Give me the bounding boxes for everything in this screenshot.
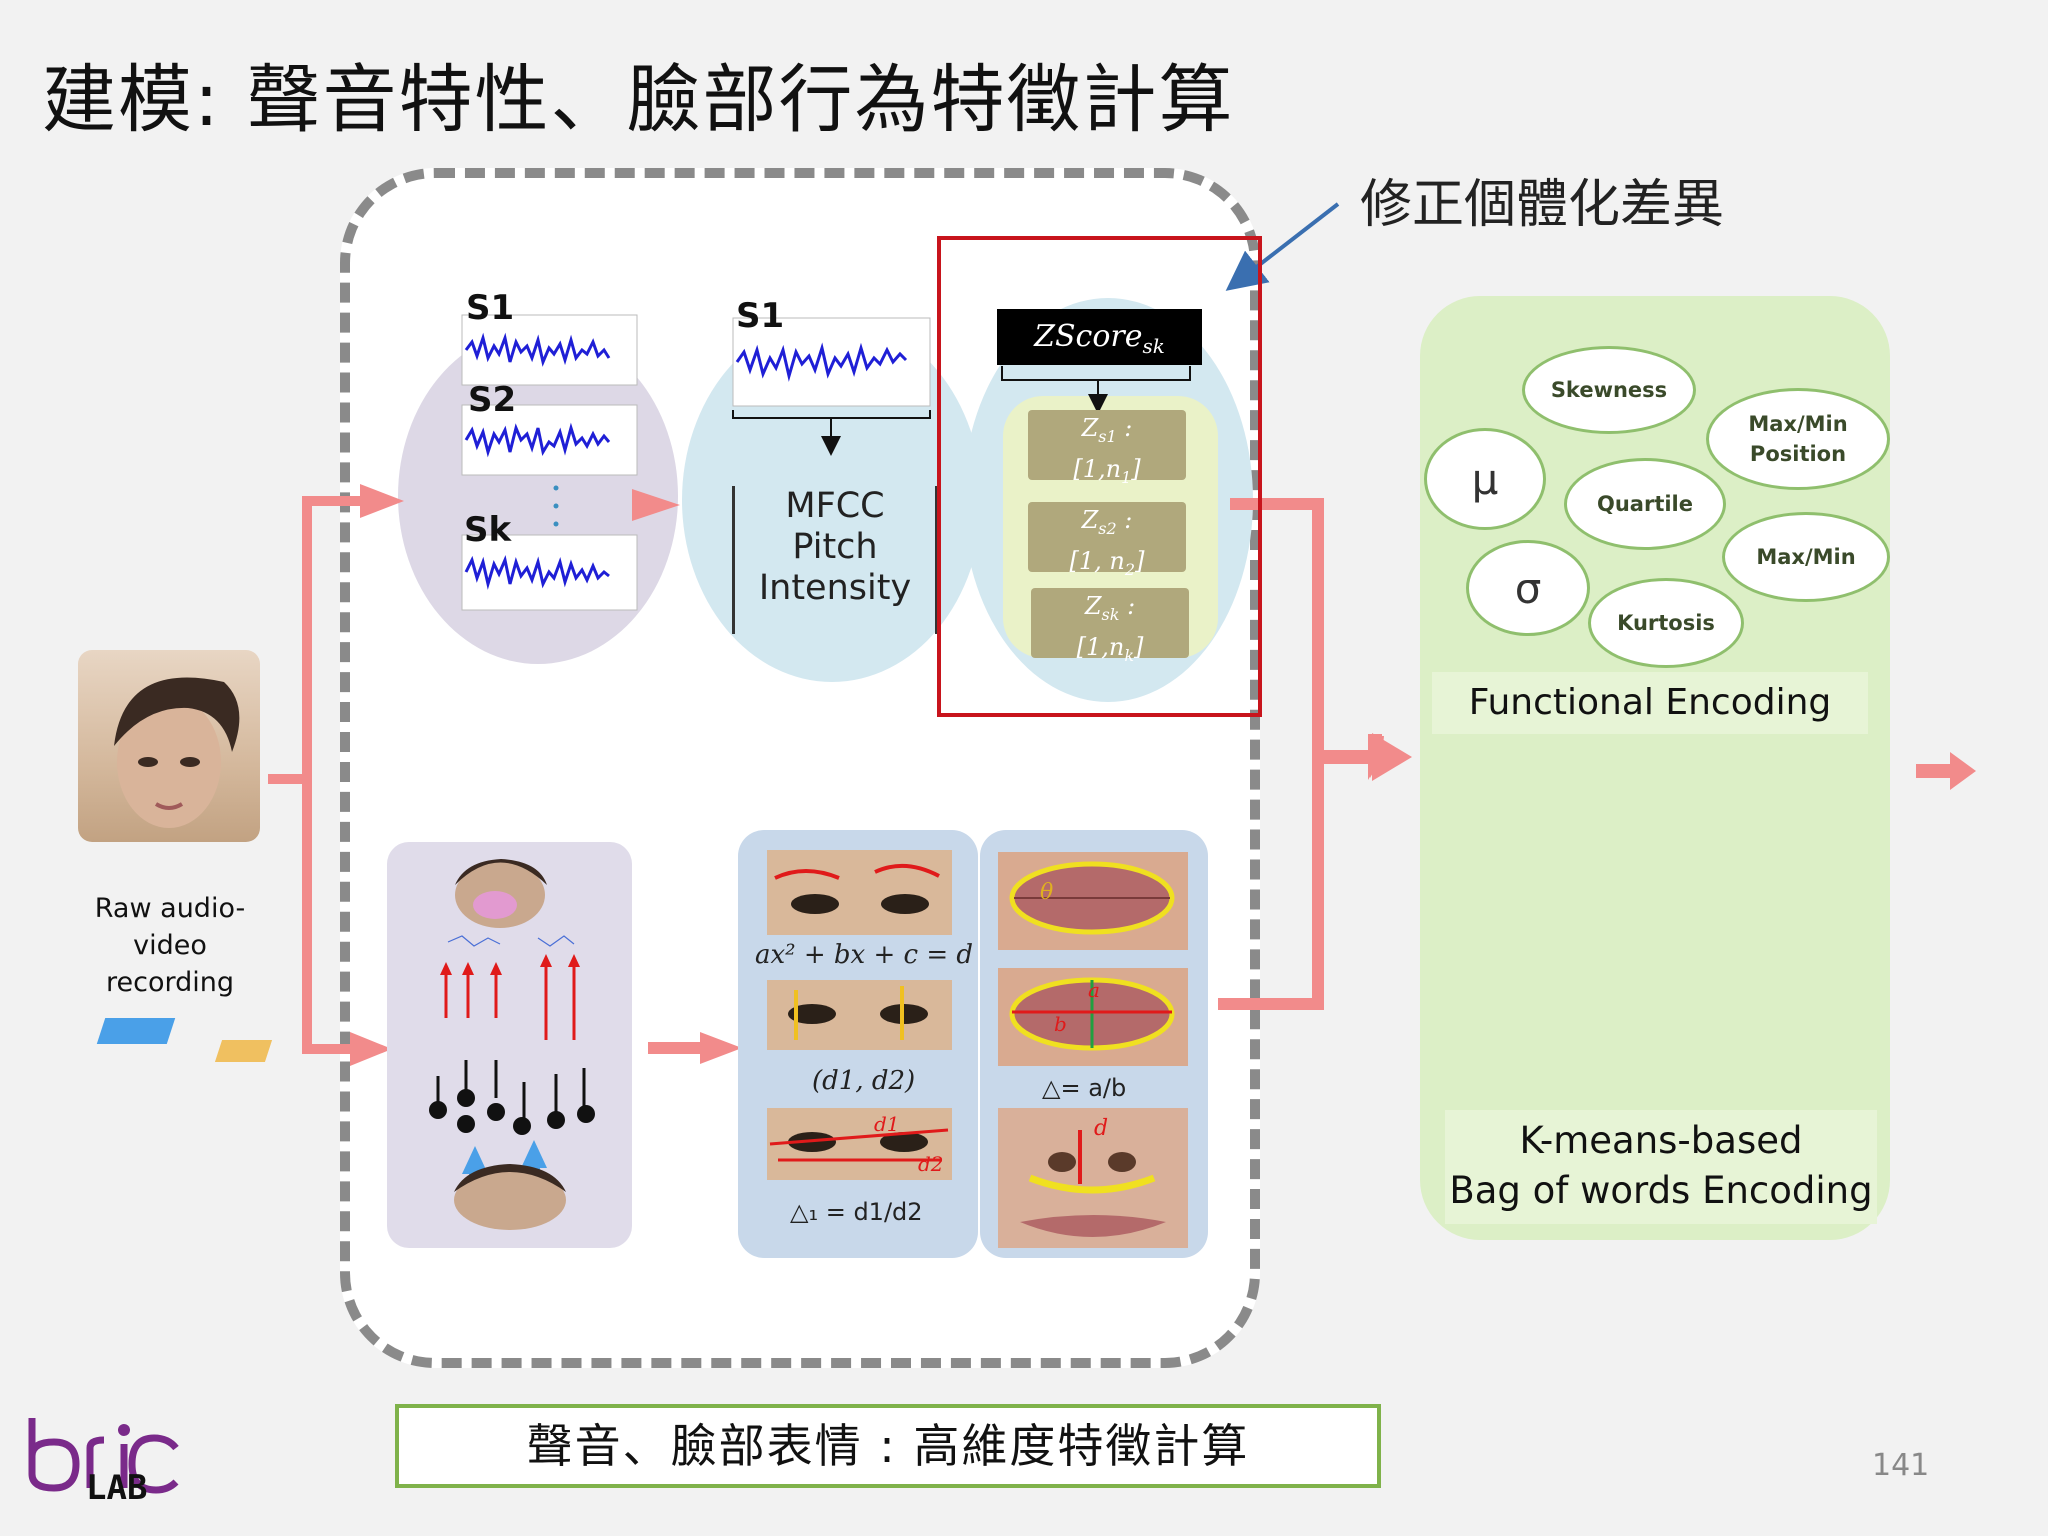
input-arrows <box>268 484 742 1066</box>
logo-text: LAB <box>86 1468 148 1508</box>
functional-kurtosis: Kurtosis <box>1588 578 1744 668</box>
functional-maxmin-position: Max/Min Position <box>1706 388 1890 490</box>
feature-intensity: Intensity <box>758 568 912 608</box>
eye-distance-photo <box>767 980 952 1050</box>
zscore-header-text: ZScore <box>1034 319 1143 354</box>
theta-label: θ <box>1040 880 1054 905</box>
nose-d-label: d <box>1094 1116 1109 1141</box>
mouth-a-label: a <box>1088 978 1100 1002</box>
annotation-arrow <box>1225 202 1340 291</box>
input-face-photo <box>78 650 260 842</box>
feature-mfcc: MFCC <box>785 486 885 526</box>
eye-d2-label: d2 <box>918 1152 944 1176</box>
face-model-illustration <box>96 859 595 1230</box>
waveform-s2 <box>461 404 638 476</box>
signal-label-s2: S2 <box>468 380 517 420</box>
bric-logo <box>28 1418 179 1494</box>
acoustic-features-box: MFCC Pitch Intensity <box>732 486 938 634</box>
page-title: 建模: 聲音特性、臉部行為特徵計算 <box>42 57 1235 143</box>
mouth-ratio-label: △= a/b <box>1042 1074 1127 1102</box>
input-label: Raw audio-video recording <box>60 890 280 1001</box>
annotation-text: 修正個體化差異 <box>1360 175 1725 235</box>
input-label-line2: recording <box>106 967 234 998</box>
signal-label-s1-second: S1 <box>736 296 785 336</box>
mouth-angle-photo <box>998 852 1188 950</box>
functional-quartile: Quartile <box>1564 458 1726 550</box>
bottom-caption: 聲音、臉部表情 : 高維度特徵計算 <box>395 1404 1381 1488</box>
zscore-header: ZScoresk <box>997 309 1202 365</box>
features-ellipse <box>682 318 982 682</box>
kmeans-label-line1: K-means-based <box>1519 1119 1803 1162</box>
merge-arrows <box>1218 498 1976 1010</box>
input-label-line1: Raw audio-video <box>94 893 246 961</box>
page-number: 141 <box>1872 1448 1930 1483</box>
mouth-b-label: b <box>1054 1012 1067 1036</box>
zscore-cell-sk: Zsk : [1,nk] <box>1031 588 1189 665</box>
functional-skewness: Skewness <box>1522 346 1696 434</box>
eyebrow-equation: ax² + bx + c = d <box>755 940 974 970</box>
functional-maxmin: Max/Min <box>1722 512 1890 602</box>
ellipsis-dots <box>553 485 559 527</box>
functional-sigma: σ <box>1466 540 1590 636</box>
kmeans-encoding-label: K-means-based Bag of words Encoding <box>1445 1110 1877 1224</box>
feature-pitch: Pitch <box>792 527 878 567</box>
nose-photo <box>998 1108 1188 1248</box>
mouth-ratio-photo <box>998 968 1188 1066</box>
functional-encoding-label: Functional Encoding <box>1432 672 1868 734</box>
eyebrow-photo <box>767 850 952 935</box>
eye-d1-label: d1 <box>874 1112 900 1136</box>
zscore-header-sub: sk <box>1142 334 1165 358</box>
zscore-cell-s2: Zs2 : [1, n2] <box>1028 502 1186 579</box>
individual-correction-frame <box>937 236 1262 717</box>
functional-mean: μ <box>1424 428 1546 530</box>
kmeans-label-line2: Bag of words Encoding <box>1449 1169 1873 1212</box>
waveform-s1 <box>461 314 638 386</box>
eye-distance-label: (d1, d2) <box>812 1066 916 1096</box>
waveform-sk <box>461 534 638 611</box>
zscore-cell-s1: Zs1 : [1,n1] <box>1028 410 1186 487</box>
face-model-panel <box>387 842 632 1248</box>
eye-ratio-photo <box>767 1108 952 1180</box>
waveform-s1-second <box>732 317 931 456</box>
eye-ratio-label: △₁ = d1/d2 <box>790 1198 923 1226</box>
signal-label-s1: S1 <box>466 288 515 328</box>
signal-label-sk: Sk <box>464 510 512 550</box>
